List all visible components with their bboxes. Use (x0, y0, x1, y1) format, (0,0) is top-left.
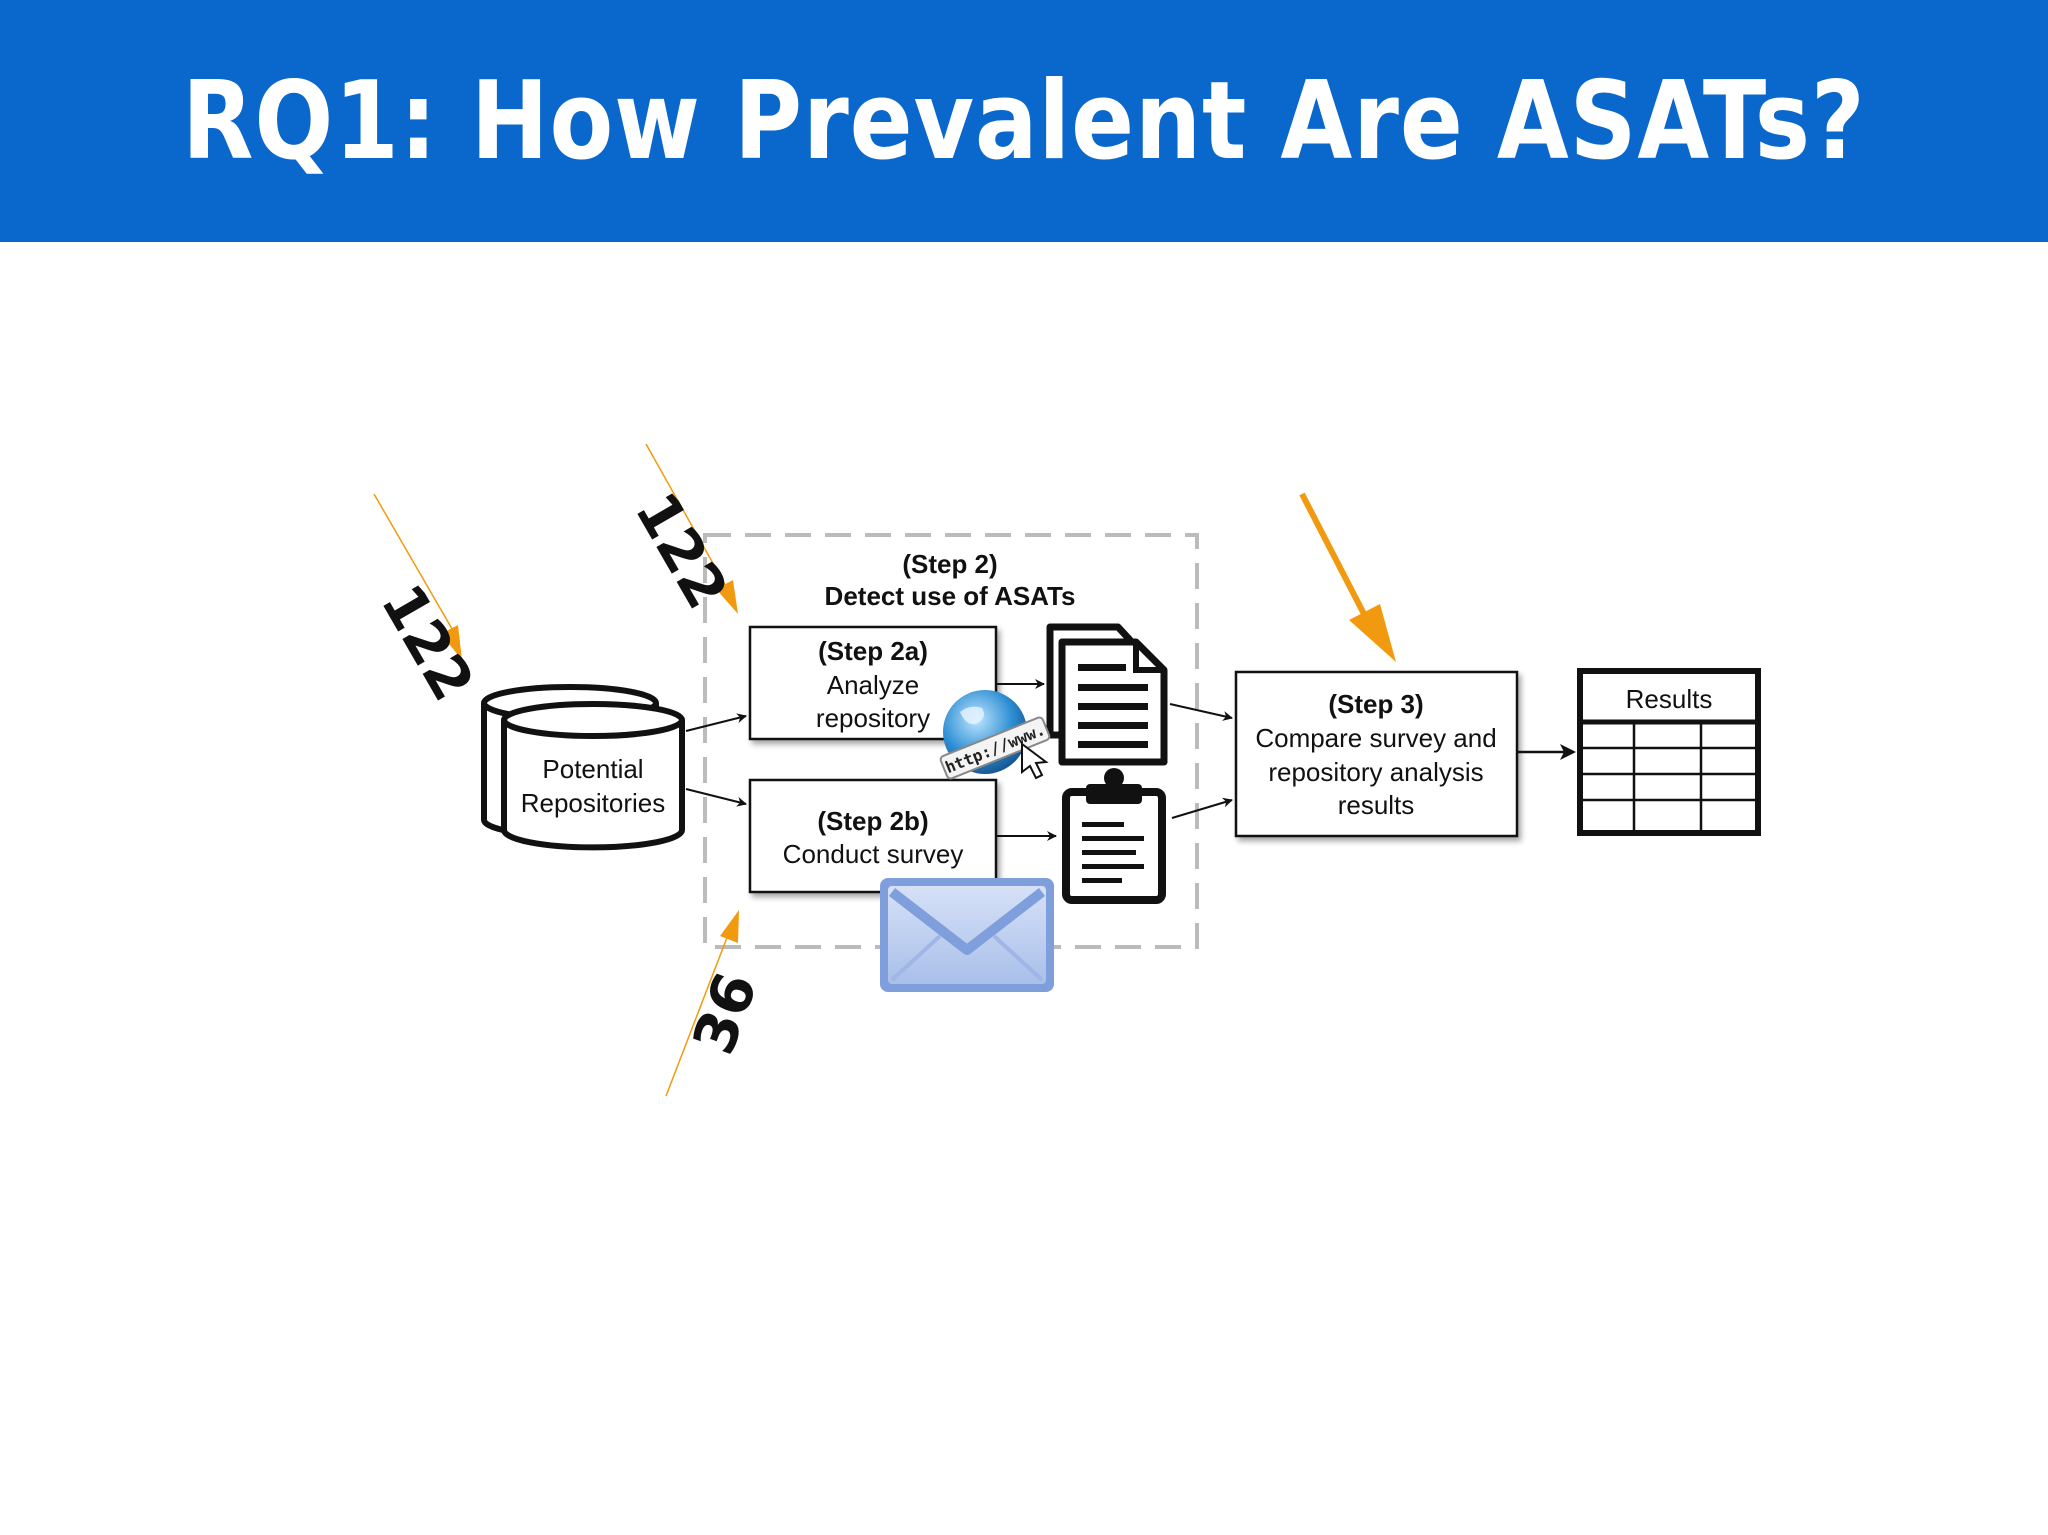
documents-icon (1046, 623, 1168, 766)
arrow-clipboard-to-step3 (1171, 797, 1233, 819)
web-globe-icon: http://www. (939, 690, 1051, 780)
step2-subtitle: Detect use of ASATs (825, 581, 1076, 611)
annotation-count-analyzed: 122 (622, 481, 741, 620)
step2-title: (Step 2) (902, 549, 997, 579)
envelope-icon (880, 878, 1054, 992)
annotation-arrow-repositories (373, 493, 462, 660)
annotation-arrow-step3 (1299, 492, 1396, 662)
annotation-count-repositories: 122 (368, 573, 487, 712)
step2b-box: (Step 2b) Conduct survey (748, 778, 998, 894)
results-table: Results (1577, 668, 1761, 836)
step2a-title: (Step 2a) (818, 636, 928, 666)
step2-container (703, 533, 1199, 949)
arrow-documents-to-step3 (1169, 703, 1233, 721)
step3-box: (Step 3) Compare survey and repository a… (1234, 670, 1519, 838)
annotation-arrow-analyzed (645, 443, 738, 614)
step2a-line1: Analyze (827, 670, 920, 700)
step3-title: (Step 3) (1328, 689, 1423, 719)
potential-repositories-database: Potential Repositories (481, 684, 685, 851)
results-label: Results (1626, 684, 1713, 714)
clipboard-icon (1062, 768, 1166, 904)
annotation-arrow-survey (665, 910, 739, 1097)
slide-header: RQ1: How Prevalent Are ASATs? (0, 0, 2048, 242)
step3-line2: repository analysis (1268, 757, 1483, 787)
step2b-line1: Conduct survey (783, 839, 964, 869)
slide-title: RQ1: How Prevalent Are ASATs? (182, 58, 1866, 184)
arrow-repos-to-step2b (685, 788, 747, 807)
step2b-title: (Step 2b) (817, 806, 928, 836)
arrow-repos-to-step2a (685, 713, 747, 732)
potential-repositories-label-line2: Repositories (521, 788, 666, 818)
step3-line1: Compare survey and (1255, 723, 1496, 753)
potential-repositories-label-line1: Potential (542, 754, 643, 784)
step3-line3: results (1338, 790, 1415, 820)
annotation-count-survey: 36 (679, 964, 771, 1063)
step2a-line2: repository (816, 703, 930, 733)
